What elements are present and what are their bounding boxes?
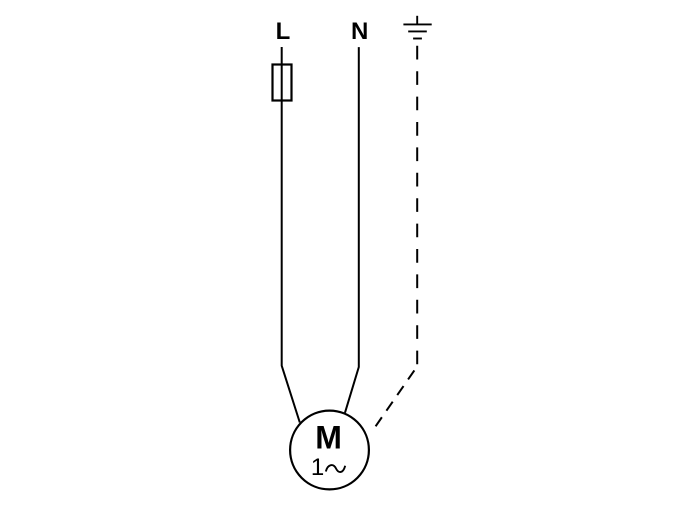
- svg-text:L: L: [276, 18, 291, 45]
- svg-text:N: N: [351, 18, 368, 45]
- svg-text:M: M: [315, 420, 342, 456]
- svg-text:1: 1: [311, 454, 324, 481]
